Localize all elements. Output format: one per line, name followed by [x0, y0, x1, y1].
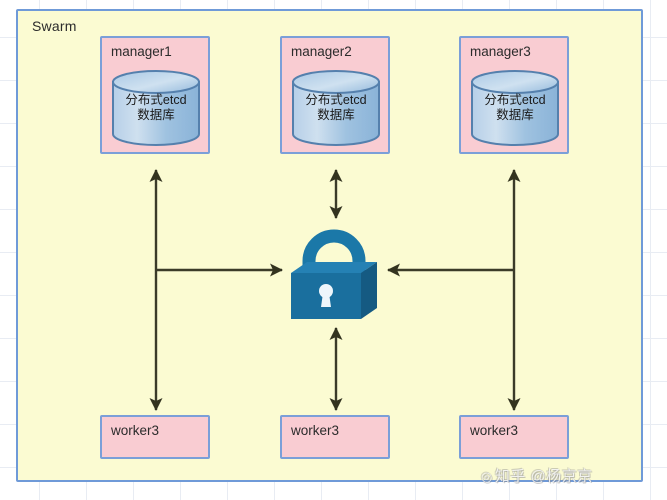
manager-node-1[interactable]: manager1 — [100, 36, 210, 154]
swarm-label: Swarm — [32, 18, 77, 34]
worker-node-1[interactable]: worker3 — [100, 415, 210, 459]
manager-node-3[interactable]: manager3 — [459, 36, 569, 154]
watermark: ◎知乎 @杨京京 — [481, 465, 593, 486]
cylinder-database-icon: 分布式etcd 数据库 — [291, 70, 381, 146]
manager-node-3-label: manager3 — [470, 44, 531, 59]
manager-node-2[interactable]: manager2 — [280, 36, 390, 154]
worker-node-2[interactable]: worker3 — [280, 415, 390, 459]
worker-node-1-label: worker3 — [111, 423, 160, 438]
worker-node-2-label: worker3 — [291, 423, 340, 438]
watermark-text: 知乎 @杨京京 — [494, 468, 593, 485]
worker-node-3[interactable]: worker3 — [459, 415, 569, 459]
manager-node-2-label: manager2 — [291, 44, 352, 59]
cylinder-database-icon: 分布式etcd 数据库 — [111, 70, 201, 146]
worker-node-3-label: worker3 — [470, 423, 519, 438]
padlock-icon — [283, 221, 385, 325]
cylinder-database-icon: 分布式etcd 数据库 — [470, 70, 560, 146]
zhihu-logo-icon: ◎ — [481, 469, 493, 484]
manager-node-1-label: manager1 — [111, 44, 172, 59]
